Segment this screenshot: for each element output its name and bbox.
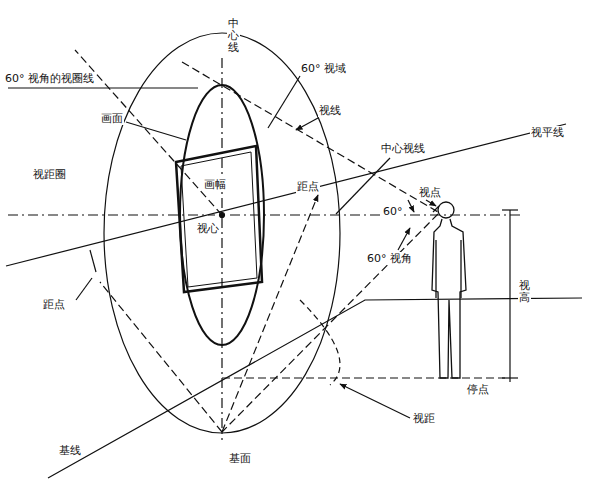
diagram-label: 视点: [418, 186, 442, 199]
picture-frame: [176, 146, 262, 292]
diagram-label: 距点: [42, 298, 66, 311]
diagram-label: 视平线: [530, 126, 565, 139]
center-horizontal: [8, 214, 215, 215]
diagram-label: 视距: [412, 412, 436, 425]
diagram-label: 视距圈: [32, 168, 67, 181]
diagram-label: 距点: [296, 180, 320, 193]
diagram-label: 中心线: [227, 18, 240, 54]
diagram-label: 停点: [466, 383, 490, 396]
diagram-label: 视心: [196, 222, 220, 235]
distance-point-line: [100, 282, 222, 432]
dimension-tick: [502, 209, 518, 210]
ground-line: [48, 298, 582, 478]
leader-line: [8, 87, 198, 88]
diagram-label: 画幅: [203, 178, 227, 191]
leader-line: [296, 118, 318, 130]
picture-frame-inner: [181, 152, 257, 287]
leader-line: [76, 278, 92, 300]
diagram-label: 基线: [58, 444, 82, 457]
height-dimension: [509, 210, 510, 382]
leader-line: [126, 122, 186, 140]
cone-radius: [75, 50, 222, 215]
horizon-line: [6, 124, 566, 266]
diagram-label: 60°: [382, 205, 404, 218]
diagram-label: 画面: [100, 112, 124, 125]
diagram-label: 中心视线: [380, 142, 426, 155]
distance-point-arrow: [222, 195, 318, 432]
leader-line: [426, 200, 436, 206]
sight-line-bottom: [222, 214, 438, 432]
leader-line: [90, 250, 96, 272]
diagram-label: 60° 视角的视圈线: [4, 72, 95, 85]
leader-line: [408, 200, 414, 212]
distance-line: [222, 377, 505, 378]
leader-line: [340, 384, 410, 418]
center-sight-line: [230, 214, 520, 215]
leader-line: [398, 228, 410, 250]
center-dot: [220, 213, 225, 218]
center-line: [221, 58, 222, 440]
diagram-label: 60° 视域: [300, 62, 347, 75]
diagram-label: 视线: [318, 104, 342, 117]
diagram-label: 视高: [518, 280, 531, 304]
sight-line-top: [182, 62, 438, 212]
viewer-figure: [432, 202, 466, 378]
diagram-label: 基面: [228, 452, 252, 465]
dimension-tick: [502, 377, 518, 378]
diagram-label: 60° 视角: [366, 252, 413, 265]
arc-dashed: [300, 300, 340, 385]
leader-line: [268, 76, 300, 128]
